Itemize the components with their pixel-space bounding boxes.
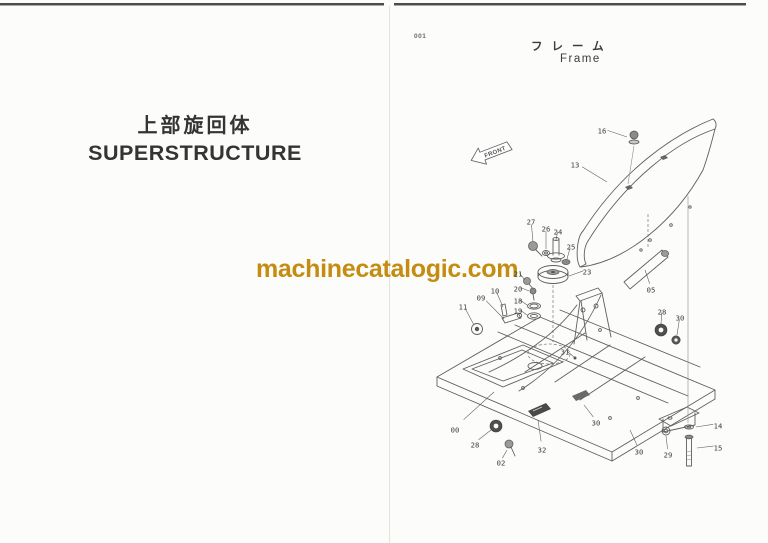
part-callout-28: 28 <box>471 441 480 450</box>
page-top-rule-right <box>394 3 746 6</box>
part-callout-24: 24 <box>554 228 563 237</box>
fastener-cluster <box>523 237 571 342</box>
part-callout-28: 28 <box>658 308 667 317</box>
bolt-head-icon <box>625 185 633 190</box>
callout-leader-line <box>629 429 638 446</box>
part-callout-05: 05 <box>647 286 656 295</box>
part-callout-20: 20 <box>514 285 523 294</box>
callout-leader-line <box>583 404 594 418</box>
bolt-part-16 <box>627 130 640 185</box>
grommets-right <box>654 323 681 345</box>
callout-leader-line <box>644 269 650 284</box>
section-title-japanese: 上部旋回体 <box>137 115 253 137</box>
part-callout-23: 23 <box>583 268 592 277</box>
part-callout-09: 09 <box>477 294 486 303</box>
callout-leader-line <box>566 350 575 358</box>
callout-leader-line <box>519 309 528 316</box>
callout-leader-line <box>696 445 714 449</box>
part-callout-30: 30 <box>635 448 644 457</box>
callout-leader-line <box>695 423 714 428</box>
part-callout-16: 16 <box>598 127 607 136</box>
callout-leader-line <box>555 231 558 241</box>
mount-block <box>572 390 590 401</box>
part-callout-18: 18 <box>514 297 523 306</box>
callout-leader-line <box>496 292 504 308</box>
part-callout-13: 13 <box>571 161 580 170</box>
part-callout-30: 30 <box>592 419 601 428</box>
callout-leader-line <box>660 312 663 325</box>
figure-title-english: Frame <box>560 53 601 65</box>
part-callout-30: 30 <box>676 314 685 323</box>
small-parts-cluster <box>471 287 541 335</box>
callout-leader-line <box>676 319 680 336</box>
counterweight-part <box>576 118 717 268</box>
callout-leader-line <box>502 449 508 459</box>
callout-leader-line <box>520 287 530 292</box>
part-callout-29: 29 <box>664 451 673 460</box>
pin-part-05 <box>623 249 670 290</box>
part-callout-02: 02 <box>497 459 506 468</box>
page-top-rule-left <box>0 3 384 6</box>
part-callout-15: 15 <box>714 444 723 453</box>
bolt-head-icon <box>660 155 668 160</box>
part-callout-00: 00 <box>451 426 460 435</box>
bottom-fasteners <box>489 419 694 467</box>
callout-leader-line <box>463 391 495 420</box>
callout-leader-line <box>581 166 608 183</box>
frame-weldment <box>436 196 716 462</box>
callout-leader-line <box>566 247 571 260</box>
callout-leader-line <box>568 270 584 277</box>
part-callout-26: 26 <box>542 225 551 234</box>
section-title-block: 上部旋回体 SUPERSTRUCTURE <box>55 109 335 166</box>
callout-leader-line <box>478 429 492 440</box>
front-direction-arrow: FRONT <box>470 141 513 165</box>
section-title-english: SUPERSTRUCTURE <box>88 141 302 165</box>
callout-leader-line <box>665 435 668 449</box>
part-callout-21: 21 <box>514 270 523 279</box>
part-callout-11: 11 <box>459 303 468 312</box>
part-callout-27: 27 <box>527 218 536 227</box>
part-callout-32: 32 <box>538 446 547 455</box>
part-callout-31: 31 <box>561 348 570 357</box>
callout-leader-line <box>519 273 526 281</box>
watermark: machinecatalogic.com <box>256 255 519 283</box>
callout-leader-line <box>519 299 528 306</box>
callout-leader-line <box>485 300 505 320</box>
part-callout-25: 25 <box>567 243 576 252</box>
part-callout-19: 19 <box>514 307 523 316</box>
figure-title-japanese: フレーム <box>531 41 613 53</box>
page-divider <box>389 6 390 543</box>
callout-leader-line <box>537 419 542 442</box>
callout-leader-line <box>531 224 534 243</box>
callout-leader-line <box>607 130 628 138</box>
callout-leader-line <box>465 308 475 326</box>
part-callout-10: 10 <box>491 287 500 296</box>
mount-block-part-32 <box>528 403 551 417</box>
page-number: 001 <box>414 33 427 40</box>
part-callout-14: 14 <box>714 422 723 431</box>
